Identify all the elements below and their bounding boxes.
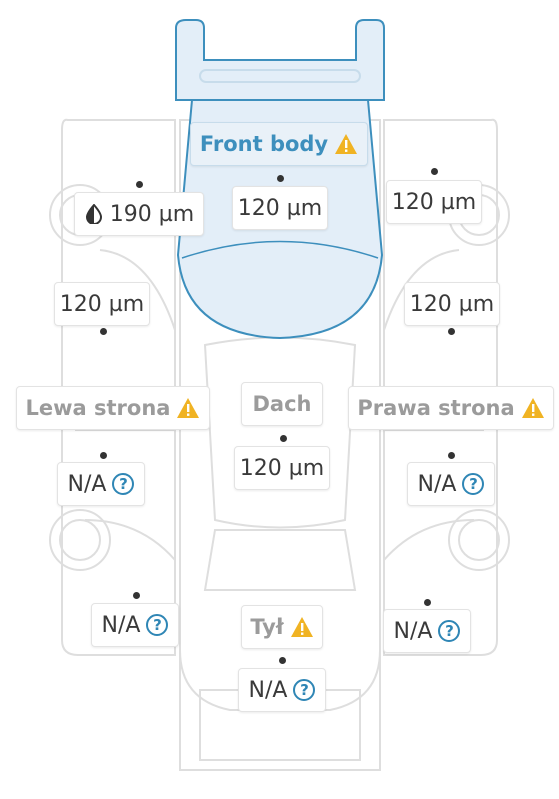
reading-left-rear-quarter[interactable]: N/A ?	[91, 603, 179, 647]
reading-value: N/A	[417, 471, 457, 497]
measure-point-front-left	[136, 181, 143, 188]
reading-value: 120 µm	[237, 195, 323, 221]
reading-value: N/A	[393, 618, 433, 644]
reading-value: 120 µm	[59, 291, 145, 317]
warning-triangle-icon	[521, 398, 544, 418]
measure-point-right-rear-quarter	[424, 599, 431, 606]
reading-front-right-fender[interactable]: 120 µm	[386, 180, 482, 224]
measure-point-left-rear-quarter	[133, 592, 140, 599]
reading-value: 120 µm	[409, 291, 495, 317]
measure-point-right-front-door	[448, 328, 455, 335]
section-front-body[interactable]: Front body	[190, 122, 368, 166]
reading-value: 120 µm	[239, 455, 325, 481]
reading-value: 190 µm	[109, 201, 195, 227]
reading-value: N/A	[67, 471, 107, 497]
section-right-side-label: Prawa strona	[357, 396, 515, 420]
section-left-side-label: Lewa strona	[25, 396, 171, 420]
question-circle-icon[interactable]: ?	[293, 679, 316, 701]
measure-point-trunk	[279, 657, 286, 664]
reading-left-front-door[interactable]: 120 µm	[54, 282, 150, 326]
measure-point-roof	[280, 435, 287, 442]
warning-triangle-icon	[335, 134, 358, 154]
section-roof[interactable]: Dach	[241, 382, 323, 426]
section-rear[interactable]: Tył	[241, 605, 323, 649]
measure-point-hood	[277, 175, 284, 182]
measure-point-left-front-door	[100, 328, 107, 335]
measure-point-right-rear-door	[448, 452, 455, 459]
reading-hood[interactable]: 120 µm	[232, 186, 328, 230]
question-circle-icon[interactable]: ?	[462, 473, 485, 495]
question-circle-icon[interactable]: ?	[112, 473, 135, 495]
section-left-side[interactable]: Lewa strona	[16, 386, 210, 430]
reading-right-front-door[interactable]: 120 µm	[404, 282, 500, 326]
section-front-body-label: Front body	[199, 132, 329, 156]
question-circle-icon[interactable]: ?	[146, 614, 169, 636]
reading-front-left-fender[interactable]: 190 µm	[74, 192, 204, 236]
measure-point-front-right	[431, 168, 438, 175]
section-roof-label: Dach	[252, 392, 312, 416]
section-right-side[interactable]: Prawa strona	[348, 386, 554, 430]
reading-right-rear-quarter[interactable]: N/A ?	[383, 609, 471, 653]
reading-value: 120 µm	[391, 189, 477, 215]
warning-triangle-icon	[290, 617, 313, 637]
section-rear-label: Tył	[250, 615, 284, 639]
reading-left-rear-door[interactable]: N/A ?	[57, 462, 145, 506]
warning-triangle-icon	[177, 398, 200, 418]
measure-point-left-rear-door	[100, 452, 107, 459]
reading-right-rear-door[interactable]: N/A ?	[407, 462, 495, 506]
half-drop-icon	[85, 204, 102, 224]
question-circle-icon[interactable]: ?	[438, 620, 461, 642]
reading-roof[interactable]: 120 µm	[234, 446, 330, 490]
reading-value: N/A	[101, 612, 141, 638]
reading-value: N/A	[248, 677, 288, 703]
reading-trunk[interactable]: N/A ?	[238, 668, 326, 712]
